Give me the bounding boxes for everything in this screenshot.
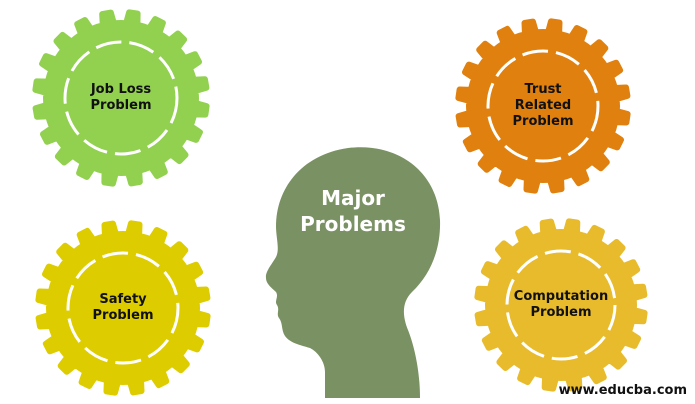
- dashed-ring: [486, 49, 600, 163]
- center-title-line-1: Major: [321, 186, 385, 210]
- gear-label-line: Safety: [99, 292, 147, 307]
- gear-label-line: Problem: [530, 305, 592, 320]
- head-silhouette-icon: [265, 147, 441, 398]
- dashed-ring: [66, 251, 180, 365]
- gear-label-line: Problem: [90, 98, 152, 113]
- footer-url: www.educba.com: [558, 383, 687, 398]
- gear-safety: [35, 220, 211, 396]
- gear-label-line: Problem: [92, 308, 154, 323]
- gear-job-loss: [32, 9, 210, 187]
- dashed-ring: [63, 40, 179, 156]
- gear-label-line: Problem: [512, 114, 574, 129]
- gears-layer: [32, 9, 648, 396]
- gear-label-line: Computation: [513, 289, 609, 304]
- gear-computation: [474, 218, 648, 392]
- gear-label-line: Trust: [524, 82, 562, 97]
- gear-icon: [35, 220, 211, 396]
- gear-trust-related: [455, 18, 631, 194]
- center-title-line-2: Problems: [300, 212, 406, 236]
- gear-icon: [474, 218, 648, 392]
- gear-icon: [32, 9, 210, 187]
- center-title: Major Problems: [278, 185, 428, 237]
- dashed-ring: [505, 249, 617, 361]
- gear-icon: [455, 18, 631, 194]
- gear-label-line: Related: [514, 98, 572, 113]
- gear-label-line: Job Loss: [90, 82, 152, 97]
